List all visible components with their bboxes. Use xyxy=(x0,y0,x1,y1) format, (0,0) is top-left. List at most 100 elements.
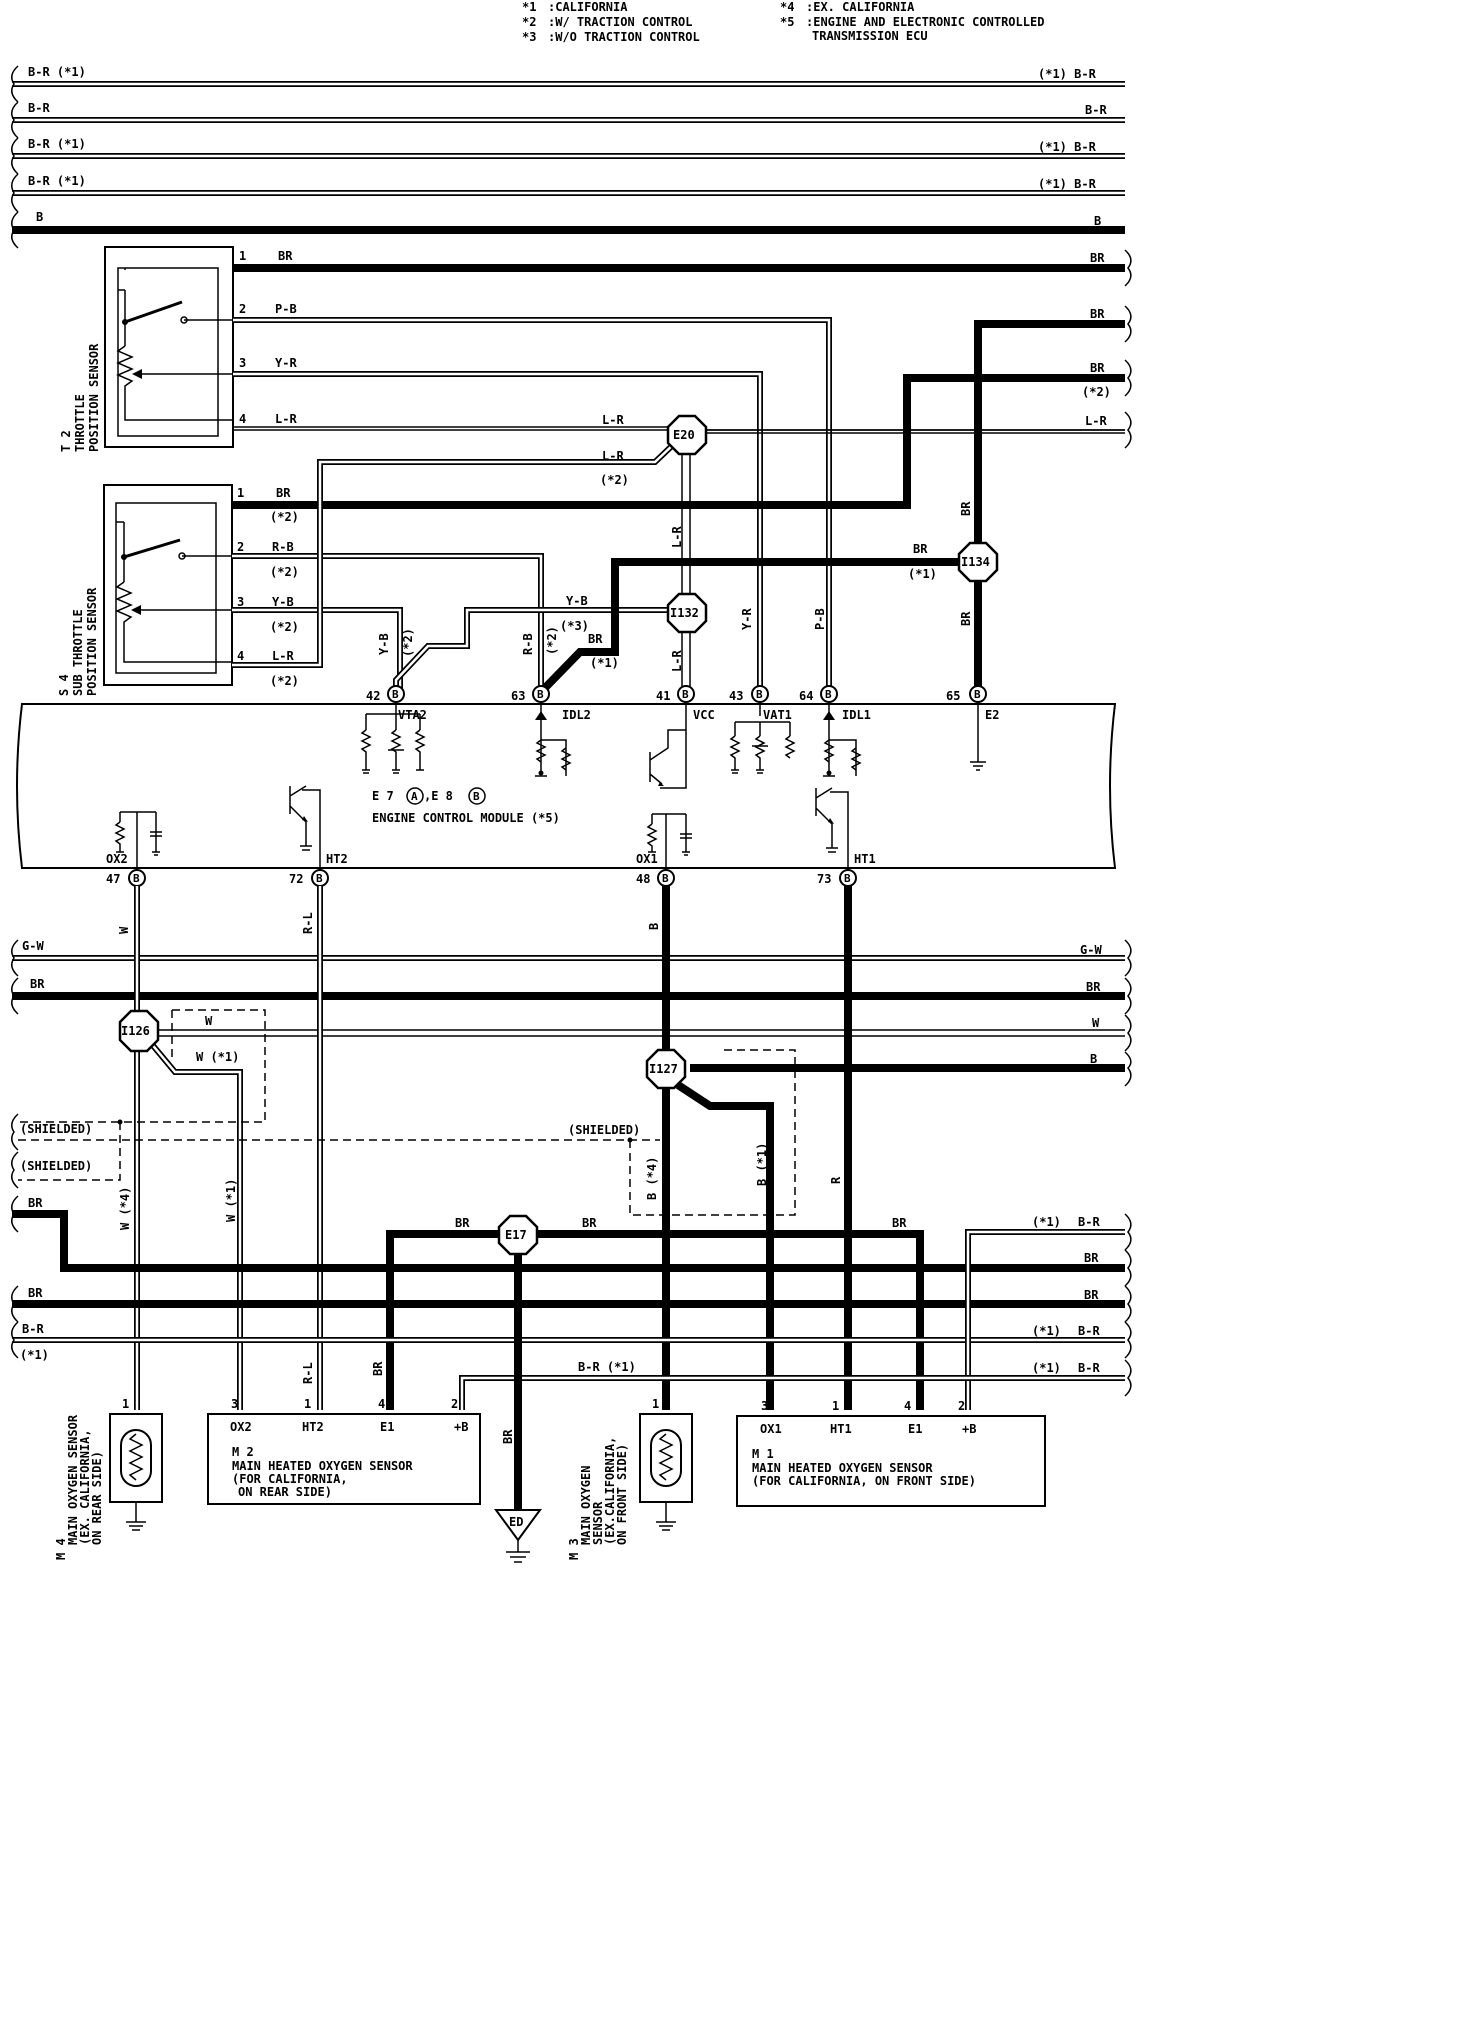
ecm-top-pin-2: 63 xyxy=(511,689,525,703)
lbl-yb-star3: (*3) xyxy=(560,619,589,633)
sensor-m2-pin-2: 1 xyxy=(304,1397,311,1411)
tps-name2: POSITION SENSOR xyxy=(87,343,101,452)
junction-i134-label: I134 xyxy=(961,555,990,569)
ecm-output-wires: W R-L B R xyxy=(117,886,852,1410)
sensor-m3-line3: (EX.CALIFORNIA, xyxy=(603,1437,617,1545)
sensor-m4-line3: ON REAR SIDE) xyxy=(90,1451,104,1545)
bus-5-left: B xyxy=(36,210,43,224)
lbl-br-low: BR xyxy=(371,1361,385,1376)
legend-text-5: :ENGINE AND ELECTRONIC CONTROLLED xyxy=(806,15,1044,29)
ecm-conn-b-5: B xyxy=(825,688,832,701)
sub-tps-name1: SUB THROTTLE xyxy=(71,609,85,696)
sub-tps-pin-1: 1 xyxy=(237,486,244,500)
lower-bus: G-W G-W BR BR W B xyxy=(11,939,1132,1087)
junction-e20: E20 xyxy=(666,414,708,456)
legend-text-1: :CALIFORNIA xyxy=(548,0,628,14)
tps-pin-4: 4 xyxy=(239,412,246,426)
sensor-m1-line2: (FOR CALIFORNIA, ON FRONT SIDE) xyxy=(752,1474,976,1488)
right-lr: L-R xyxy=(1085,414,1107,428)
ecm-top-pin-3: 41 xyxy=(656,689,670,703)
sensor-m1-pin-3: 4 xyxy=(904,1399,911,1413)
lbl-rl-vert: R-L xyxy=(301,912,315,934)
bus-4-right: (*1) B-R xyxy=(1038,177,1097,191)
bus-3-right: (*1) B-R xyxy=(1038,140,1097,154)
throttle-position-sensor: T 2 THROTTLE POSITION SENSOR 1 2 3 4 BR … xyxy=(59,246,297,452)
lbl-br-right: BR xyxy=(1086,980,1101,994)
sensor-m1-pin-1: 3 xyxy=(761,1399,768,1413)
right-br-1: BR xyxy=(1090,251,1105,265)
lbl-br-r4: B-R xyxy=(1078,1324,1100,1338)
tps-pin-3: 3 xyxy=(239,356,246,370)
ecm-top-pin-6: 65 xyxy=(946,689,960,703)
sub-tps-wire-3: Y-B xyxy=(272,595,294,609)
sensor-m1-name-2: HT1 xyxy=(830,1422,852,1436)
bus-5-right: B xyxy=(1094,214,1101,228)
sensor-m1-name-3: E1 xyxy=(908,1422,922,1436)
ecm-top-pins: B B B B B B 42 63 41 43 64 65 VTA2 IDL2 … xyxy=(366,685,999,722)
lbl-b-star1: B (*1) xyxy=(755,1143,769,1186)
lbl-yb-vert-note: (*2) xyxy=(401,628,415,657)
legend-key-2: *2 xyxy=(522,15,536,29)
lbl-r-vert: R xyxy=(829,1176,843,1184)
ecm-internal-vcc xyxy=(649,702,687,789)
lbl-br-r1: B-R xyxy=(1078,1215,1100,1229)
lbl-w-box: W xyxy=(205,1014,213,1028)
sensor-m2-pin-1: 3 xyxy=(231,1397,238,1411)
lbl-br-ed: BR xyxy=(501,1429,515,1444)
sensor-m2-name-2: HT2 xyxy=(302,1420,324,1434)
sensor-m2-line3: ON REAR SIDE) xyxy=(238,1485,332,1499)
lbl-br-i134: BR xyxy=(913,542,928,556)
ecm-internal-idl1 xyxy=(823,702,862,777)
ecm-bottom-name-4: HT1 xyxy=(854,852,876,866)
legend-key-5: *5 xyxy=(780,15,794,29)
i126-wiring: I126 W W (*1) (SHIELDED) (SHIELDED) W (*… xyxy=(11,1009,266,1410)
ecm-top-name-4: VAT1 xyxy=(763,708,792,722)
junction-i132-label: I132 xyxy=(670,606,699,620)
lbl-br-left4-note: (*1) xyxy=(20,1348,49,1362)
lbl-shielded-3: (SHIELDED) xyxy=(568,1123,640,1137)
ecm-top-name-5: IDL1 xyxy=(842,708,871,722)
sensor-m2-name-3: E1 xyxy=(380,1420,394,1434)
lbl-w-star4: W (*4) xyxy=(118,1187,132,1230)
sensor-m3: 1 M 3 MAIN OXYGEN SENSOR (EX.CALIFORNIA,… xyxy=(567,1397,693,1560)
ecm-title-1: E 7 xyxy=(372,789,394,803)
ecm-top-name-6: E2 xyxy=(985,708,999,722)
lbl-br-vert-a: BR xyxy=(959,501,973,516)
lbl-br-i134-note: (*1) xyxy=(908,567,937,581)
bus-4-left: B-R (*1) xyxy=(28,174,86,188)
lbl-star2: (*2) xyxy=(600,473,629,487)
lower-bus-2: E17 BR BR BR BR (*1) B-R BR BR BR B-R (*… xyxy=(11,1195,1132,1510)
lbl-br-vert-b: BR xyxy=(959,611,973,626)
ecm-title-sep: ,E 8 xyxy=(424,789,453,803)
lbl-br-left: BR xyxy=(30,977,45,991)
lbl-gw-left: G-W xyxy=(22,939,44,953)
lbl-br-star1: BR xyxy=(588,632,603,646)
legend-key-3: *3 xyxy=(522,30,536,44)
sub-tps-pin-2: 2 xyxy=(237,540,244,554)
sensor-m4: 1 M 4 MAIN OXYGEN SENSOR (EX. CALIFORNIA… xyxy=(54,1397,163,1560)
lbl-pb-vert: P-B xyxy=(813,608,827,630)
sub-tps-note-1: (*2) xyxy=(270,510,299,524)
junction-e20-label: E20 xyxy=(673,428,695,442)
lbl-br-left4: B-R xyxy=(22,1322,44,1336)
sensor-m4-pin: 1 xyxy=(122,1397,129,1411)
sub-throttle-position-sensor: S 4 SUB THROTTLE POSITION SENSOR 1 2 3 4… xyxy=(57,484,299,696)
lbl-br-e17-rr: BR xyxy=(892,1216,907,1230)
ecm-bottom-name-3: OX1 xyxy=(636,852,658,866)
ecm-top-name-2: IDL2 xyxy=(562,708,591,722)
lbl-br-r1-note: (*1) xyxy=(1032,1215,1061,1229)
ecm-conn-b-7: B xyxy=(133,872,140,885)
junction-i127-label: I127 xyxy=(649,1062,678,1076)
tps-pin-2: 2 xyxy=(239,302,246,316)
lbl-br-star1-low: B-R (*1) xyxy=(578,1360,636,1374)
lbl-b-star4: B (*4) xyxy=(645,1157,659,1200)
sub-tps-pin-4: 4 xyxy=(237,649,244,663)
sub-tps-wire-1: BR xyxy=(276,486,291,500)
ecm-conn-b-10: B xyxy=(844,872,851,885)
legend: *1 :CALIFORNIA *2 :W/ TRACTION CONTROL *… xyxy=(522,0,1044,44)
mid-labels: L-R L-R (*2) L-R L-R Y-B (*3) BR (*1) Y-… xyxy=(377,413,973,672)
ecm-internal-ox1 xyxy=(646,813,692,868)
ecm-title-a: A xyxy=(411,790,418,803)
wiring-diagram: *1 :CALIFORNIA *2 :W/ TRACTION CONTROL *… xyxy=(11,0,1132,1563)
tps-name1: THROTTLE xyxy=(73,394,87,452)
